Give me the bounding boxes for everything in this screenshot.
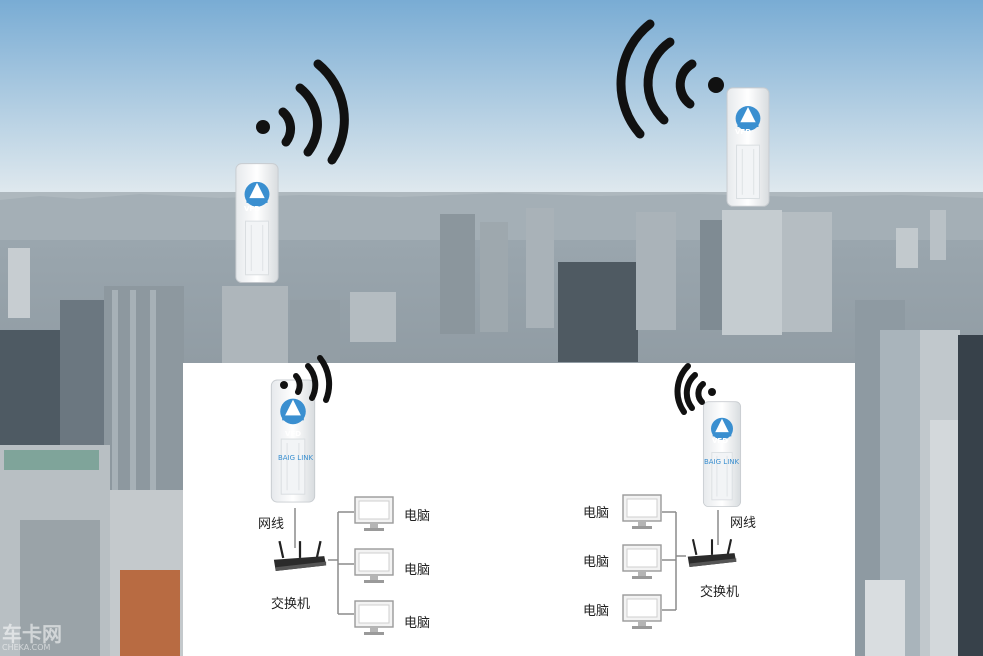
watermark: 车卡网 CHEKA.COM [2,624,62,652]
wifi-signal-icon [616,19,724,139]
buildings [0,208,983,656]
device-label: BAIG LINK [704,458,740,466]
top-left-device [235,163,279,283]
left-pc-label-2: 电脑 [404,563,431,578]
wifi-signal-icon [256,59,349,165]
right-cable-label: 网线 [730,516,757,531]
device-label: BAIG LINK [278,454,314,462]
sky [0,0,983,200]
logo-text: VFD [244,205,261,213]
logo-text: VFD [285,430,302,438]
watermark-main: 车卡网 [2,622,62,646]
left-pc-label-1: 电脑 [404,509,431,524]
watermark-sub: CHEKA.COM [2,643,51,652]
right-pc-label-2: 电脑 [583,555,610,570]
logo-text: VFD [735,128,752,136]
right-pc-label-3: 电脑 [583,604,610,619]
logo-text: VFD [712,437,729,445]
left-pc-label-3: 电脑 [404,616,431,631]
left-switch-label: 交换机 [271,597,311,612]
right-switch-label: 交换机 [700,585,740,600]
left-cable-label: 网线 [258,517,285,532]
right-pc-label-1: 电脑 [583,506,610,521]
right-network [622,363,742,630]
left-network [270,355,394,636]
top-right-device [726,87,770,207]
